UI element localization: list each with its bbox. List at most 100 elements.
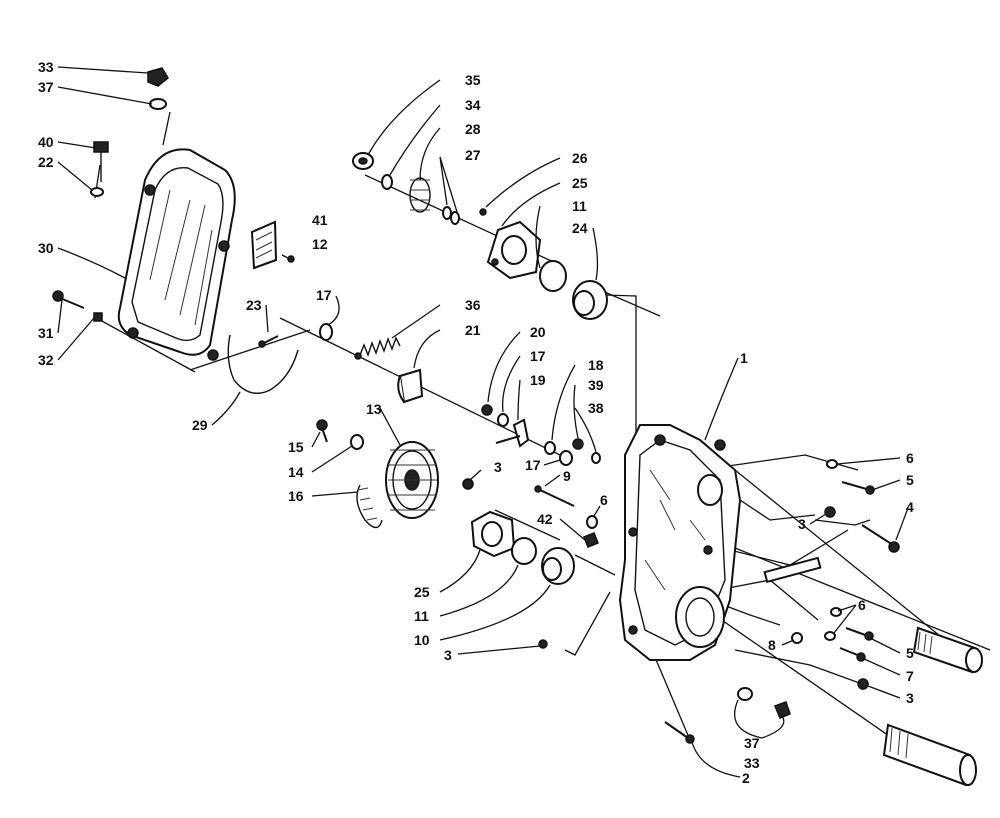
screw-3-bottom (538, 639, 548, 649)
washer-8 (791, 632, 803, 644)
callout-3-bottom: 3 (444, 647, 452, 663)
callout-34: 34 (465, 97, 481, 113)
callout-12: 12 (312, 236, 328, 252)
callout-9: 9 (563, 468, 571, 484)
nut-39 (572, 438, 584, 450)
callout-3-right: 3 (798, 516, 806, 532)
callout-10: 10 (414, 632, 430, 648)
sprocket-13 (385, 441, 439, 519)
callout-3-lower-right: 3 (906, 690, 914, 706)
callout-16: 16 (288, 488, 304, 504)
callout-36: 36 (465, 297, 481, 313)
washer-17-upper (319, 323, 333, 341)
callout-24: 24 (572, 220, 588, 236)
bolt-5-top (841, 481, 875, 495)
callout-25-lower: 25 (414, 584, 430, 600)
callout-18: 18 (588, 357, 604, 373)
callout-6-mid: 6 (600, 492, 608, 508)
callout-42: 42 (537, 511, 553, 527)
callout-37-top: 37 (38, 79, 54, 95)
decal (250, 220, 295, 270)
bearing-plate-lower (470, 510, 516, 558)
callout-29: 29 (192, 417, 208, 433)
seal-11-lower (511, 537, 537, 565)
callout-labels: 33 37 40 22 30 31 32 41 12 23 17 29 36 2… (38, 59, 914, 786)
callout-19: 19 (530, 372, 546, 388)
callout-14: 14 (288, 464, 304, 480)
callout-27: 27 (465, 147, 481, 163)
washer-38 (591, 452, 601, 464)
idler-arm-19 (495, 418, 530, 448)
washer-17-lower (559, 450, 573, 466)
washer-6-mid (586, 515, 598, 529)
bearing-10 (541, 547, 575, 585)
callout-5-top: 5 (906, 472, 914, 488)
callout-22: 22 (38, 154, 54, 170)
nut-3-lower-right (857, 678, 869, 690)
roll-pin-26 (479, 208, 487, 216)
washer-37-bottom (737, 687, 753, 701)
bolt-31 (52, 290, 103, 322)
plug-top (147, 67, 169, 110)
tensioner-21 (397, 368, 424, 404)
washer-6-right-a (830, 607, 842, 617)
callout-8: 8 (768, 637, 776, 653)
callout-7: 7 (906, 668, 914, 684)
callout-17-mid: 17 (530, 348, 546, 364)
bolt-7 (839, 647, 866, 662)
dipstick (90, 141, 109, 197)
callout-1: 1 (740, 350, 748, 366)
spring-36 (354, 336, 401, 360)
bearing-24 (572, 280, 608, 320)
washer-18 (544, 441, 556, 455)
callout-25-upper: 25 (572, 175, 588, 191)
shims-27 (442, 206, 460, 225)
callout-13: 13 (366, 401, 382, 417)
chain-case-cover (117, 148, 236, 361)
callout-17-upper: 17 (316, 287, 332, 303)
leader-lines (57, 66, 909, 778)
bolt-5-lower (845, 627, 874, 641)
callout-11-upper: 11 (572, 198, 587, 214)
callout-33-top: 33 (38, 59, 54, 75)
drive-shaft-upper (912, 626, 983, 674)
callout-15: 15 (288, 439, 304, 455)
washer-6-right-b (824, 631, 836, 641)
callout-32: 32 (38, 352, 54, 368)
callout-4: 4 (906, 499, 914, 515)
sprocket-28 (409, 177, 431, 213)
callout-6-right-top: 6 (906, 450, 914, 466)
callout-39: 39 (588, 377, 604, 393)
chain-16 (356, 484, 383, 529)
nut-3-right (824, 506, 836, 518)
callout-17-lower: 17 (525, 457, 541, 473)
plug-33-bottom (774, 701, 791, 719)
callout-6-right-lower: 6 (858, 597, 866, 613)
callout-28: 28 (465, 121, 481, 137)
callout-11-lower: 11 (414, 608, 429, 624)
spring-clip-29 (227, 334, 299, 394)
washer-34 (381, 174, 393, 190)
callout-30: 30 (38, 240, 54, 256)
washer-17-mid (497, 413, 509, 427)
callout-35: 35 (465, 72, 481, 88)
bearing-plate-upper (486, 220, 542, 280)
callout-38: 38 (588, 400, 604, 416)
bolt-2 (664, 721, 695, 744)
nut-3-mid (462, 478, 474, 490)
seal-11-upper (539, 260, 567, 292)
pin-23 (258, 335, 279, 348)
callout-23: 23 (246, 297, 262, 313)
fitting-42 (583, 532, 599, 548)
chain-case-housing (618, 424, 742, 661)
washer-14 (350, 434, 364, 450)
callout-2: 2 (742, 770, 750, 786)
callout-20: 20 (530, 324, 546, 340)
callout-41: 41 (312, 212, 328, 228)
callout-5-lower: 5 (906, 645, 914, 661)
bolt-15 (316, 419, 328, 443)
washer-6-right-top (826, 459, 838, 469)
callout-3-mid: 3 (494, 459, 502, 475)
upper-nut-35 (352, 152, 374, 170)
